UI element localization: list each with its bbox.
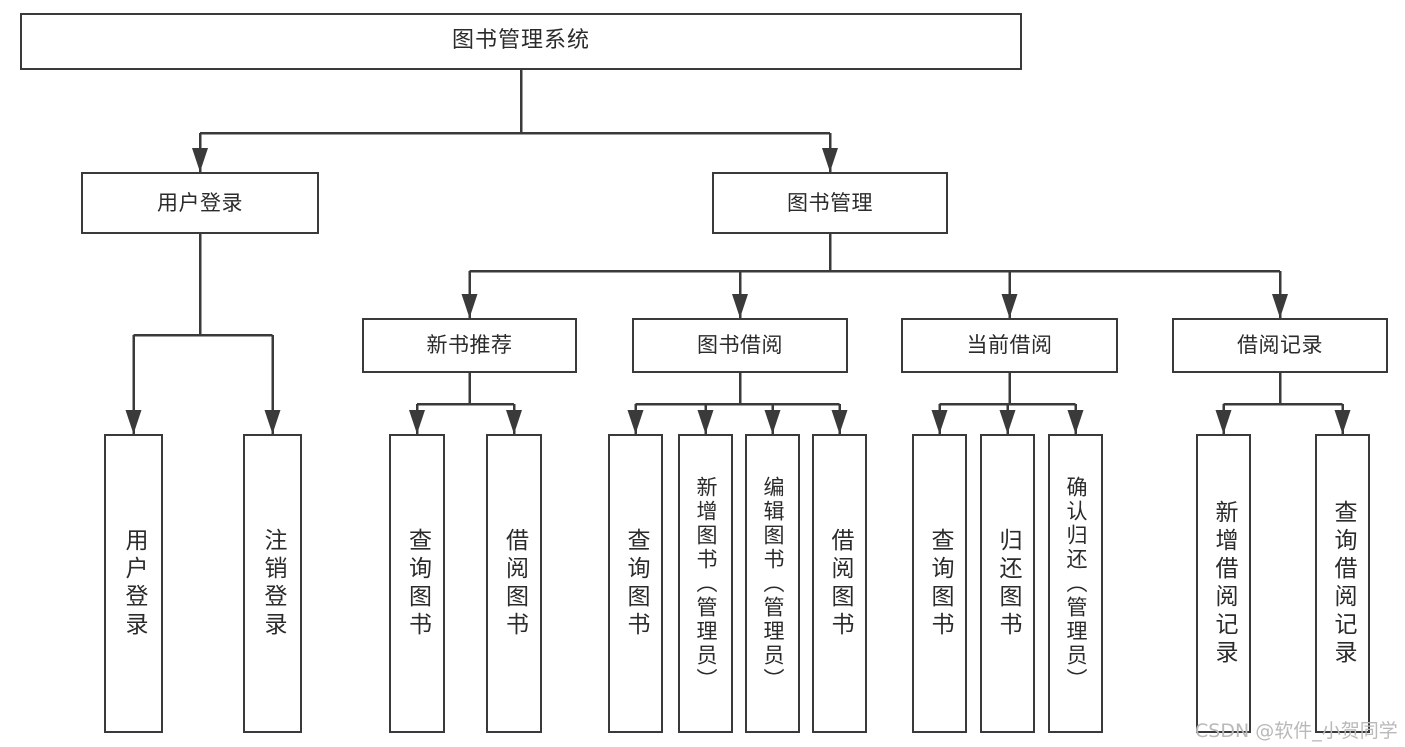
node-borrow-record[interactable]: 借阅记录 <box>1172 318 1388 373</box>
edge-arrowhead <box>1334 410 1351 434</box>
node-label: 归还图书 <box>995 527 1021 640</box>
edge-arrowhead <box>125 410 142 434</box>
node-label: 借阅记录 <box>1237 333 1323 358</box>
node-leaf-query-3[interactable]: 查询图书 <box>912 434 967 733</box>
node-label: 查询图书 <box>623 527 649 640</box>
node-leaf-user-login[interactable]: 用户登录 <box>104 434 163 733</box>
node-leaf-query-1[interactable]: 查询图书 <box>389 434 445 733</box>
node-new-book-rec[interactable]: 新书推荐 <box>362 318 577 373</box>
node-leaf-return[interactable]: 归还图书 <box>980 434 1035 733</box>
node-leaf-borrow-1[interactable]: 借阅图书 <box>486 434 542 733</box>
node-label: 新增借阅记录 <box>1211 499 1237 668</box>
edge-arrowhead <box>1067 410 1084 434</box>
node-label: 借阅图书 <box>827 527 853 640</box>
edge-arrowhead <box>409 410 425 434</box>
edge-arrowhead <box>264 410 281 434</box>
node-label: 新书推荐 <box>426 333 513 358</box>
node-label: 用户登录 <box>157 190 243 215</box>
node-book-borrow[interactable]: 图书借阅 <box>632 318 848 373</box>
node-leaf-query-2[interactable]: 查询图书 <box>608 434 663 733</box>
edge-arrowhead <box>461 294 478 318</box>
node-leaf-add-book[interactable]: 新增图书（管理员） <box>678 434 733 733</box>
node-leaf-logout[interactable]: 注销登录 <box>243 434 302 733</box>
node-leaf-query-rec[interactable]: 查询借阅记录 <box>1315 434 1370 733</box>
edge-arrowhead <box>732 294 748 318</box>
node-user-login[interactable]: 用户登录 <box>81 172 319 234</box>
edge-arrowhead <box>1001 294 1018 318</box>
node-label: 当前借阅 <box>966 333 1053 358</box>
node-leaf-edit-book[interactable]: 编辑图书（管理员） <box>745 434 800 733</box>
node-root[interactable]: 图书管理系统 <box>20 13 1022 70</box>
edge-arrowhead <box>1215 410 1232 434</box>
edge-arrowhead <box>192 148 208 172</box>
edge-arrowhead <box>931 410 948 434</box>
node-leaf-confirm[interactable]: 确认归还（管理员） <box>1048 434 1103 733</box>
watermark: CSDN @软件_小贺同学 <box>1195 720 1398 742</box>
node-label: 查询借阅记录 <box>1330 499 1356 668</box>
node-label: 注销登录 <box>260 527 286 640</box>
edge-arrowhead <box>999 410 1016 434</box>
edge-arrowhead <box>831 410 848 434</box>
node-label: 查询图书 <box>927 527 953 640</box>
edge-arrowhead <box>764 410 781 434</box>
node-current-borrow[interactable]: 当前借阅 <box>901 318 1118 373</box>
node-label: 图书管理系统 <box>451 28 590 54</box>
node-label: 借阅图书 <box>501 527 528 640</box>
edge-arrowhead <box>822 148 838 172</box>
node-leaf-borrow-2[interactable]: 借阅图书 <box>812 434 867 733</box>
node-book-manage[interactable]: 图书管理 <box>712 172 948 234</box>
node-label: 新增图书（管理员） <box>694 475 718 692</box>
node-leaf-add-rec[interactable]: 新增借阅记录 <box>1196 434 1251 733</box>
node-label: 用户登录 <box>121 527 147 640</box>
node-label: 查询图书 <box>404 527 431 640</box>
node-label: 图书管理 <box>787 190 873 215</box>
node-label: 图书借阅 <box>697 333 783 358</box>
node-label: 确认归还（管理员） <box>1064 475 1088 692</box>
node-label: 编辑图书（管理员） <box>761 475 785 692</box>
edge-arrowhead <box>1272 294 1288 318</box>
edge-arrowhead <box>697 410 714 434</box>
edge-arrowhead <box>627 410 644 434</box>
edge-arrowhead <box>506 410 522 434</box>
